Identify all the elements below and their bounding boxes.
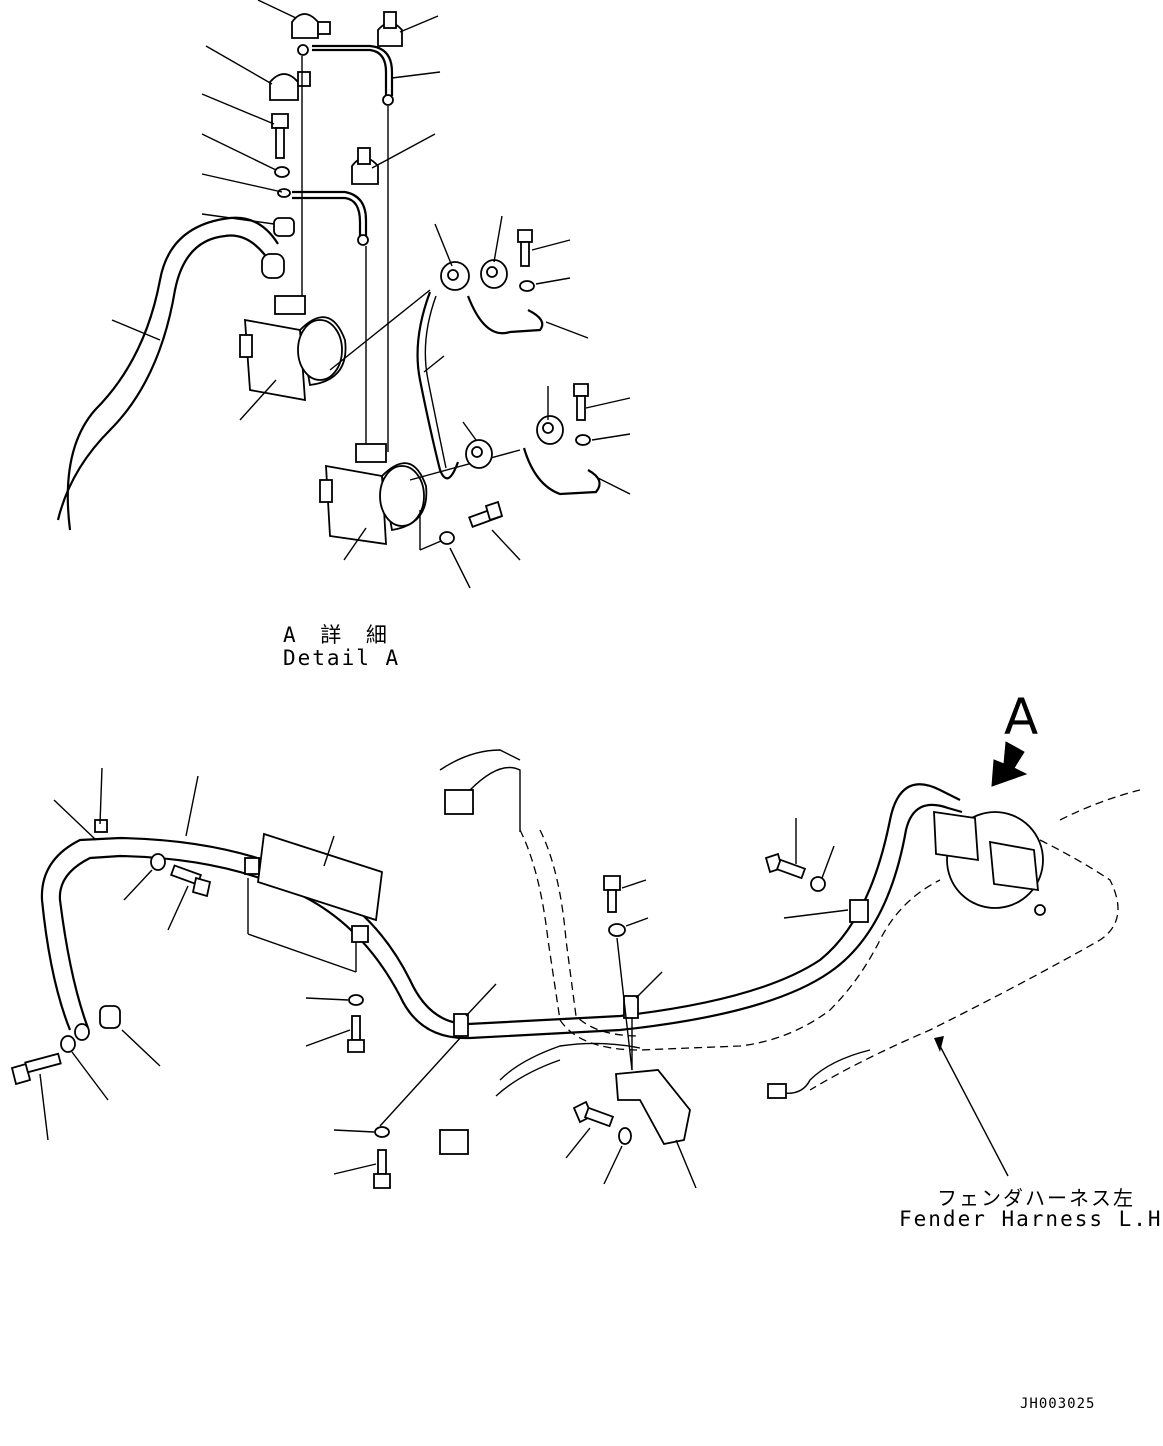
leader-lines-detail <box>111 0 631 589</box>
collar-2 <box>99 1005 121 1029</box>
cable-clamp-3 <box>623 995 639 1019</box>
bolt-8 <box>373 1149 391 1189</box>
detail-a-label-en: Detail A <box>283 646 401 670</box>
cable-protector <box>257 832 383 922</box>
terminal-cap-3 <box>269 71 311 101</box>
terminal-cap-2 <box>377 11 403 47</box>
terminal-boot-4 <box>536 415 564 445</box>
washer-2 <box>519 280 535 292</box>
washer-4 <box>439 531 455 545</box>
detail-a-label-ja: A 詳 細 <box>283 623 393 647</box>
drawing-code: JH003025 <box>1020 1396 1096 1412</box>
view-arrow <box>991 741 1028 787</box>
leader-lines-main <box>39 767 1009 1189</box>
bolt-7 <box>347 1015 365 1053</box>
washer-1 <box>274 166 290 178</box>
collar-1 <box>273 217 295 237</box>
starter-motor-2 <box>319 443 428 546</box>
bolt-2 <box>517 229 533 267</box>
washer-3 <box>575 434 591 446</box>
ground-cable-1 <box>466 295 544 335</box>
terminal-boot-1 <box>440 261 470 291</box>
washer-5 <box>150 853 166 871</box>
battery-cable-route <box>40 783 961 1031</box>
starter-assembly <box>933 810 1046 916</box>
bolt-3 <box>573 383 589 421</box>
fender-harness <box>439 749 1141 1155</box>
terminal-boot-3 <box>465 439 493 469</box>
jumper-cable <box>416 291 460 480</box>
view-a-marker: A <box>1004 688 1039 746</box>
bolt-4 <box>468 500 504 528</box>
bolt-6 <box>10 1052 62 1086</box>
bolt-5 <box>169 864 212 898</box>
washer-6 <box>60 1035 76 1053</box>
terminal-boot-2 <box>480 259 508 289</box>
short-cable-1 <box>312 48 388 96</box>
terminal-cap-1 <box>291 13 331 39</box>
ground-cable-2 <box>522 447 601 496</box>
fender-harness-label-en: Fender Harness L.H. <box>899 1207 1163 1231</box>
battery-cable-main <box>56 234 271 521</box>
detail-a-view <box>56 0 631 589</box>
mounting-bracket <box>615 1069 691 1146</box>
main-view <box>10 741 1141 1189</box>
bolt-10 <box>572 1100 615 1128</box>
terminal-cap-4 <box>351 147 379 185</box>
bolt-9 <box>603 875 621 913</box>
cable-clamp-2 <box>453 1013 469 1037</box>
starter-motor-1 <box>239 295 347 402</box>
short-cable-2 <box>292 190 368 236</box>
fender-harness-label-ja: フェンダハーネス左 <box>937 1186 1135 1210</box>
bolt-1 <box>271 113 289 159</box>
cable-clamp-1 <box>94 819 108 833</box>
bolt-11 <box>764 852 807 880</box>
